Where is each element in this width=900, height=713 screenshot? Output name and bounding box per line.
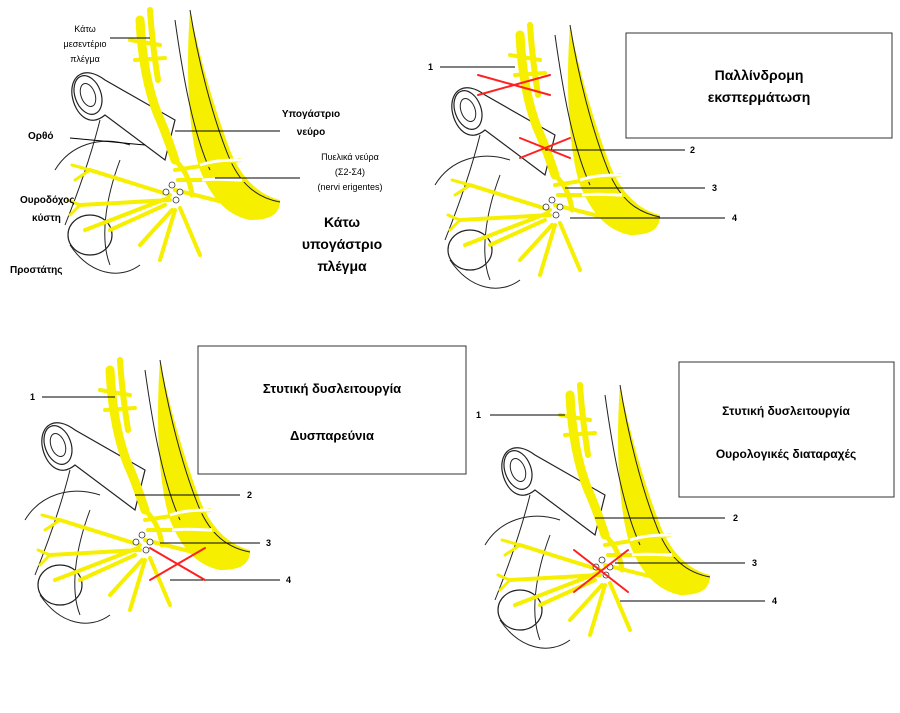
label-rectum: Ορθό <box>28 131 53 142</box>
label-inferior-plexus-2: υπογάστριο <box>302 236 382 252</box>
effect-line-2: εκσπερμάτωση <box>708 89 811 105</box>
panel-erectile-urological: 1 2 3 4 Στυτική δυσλειτουργία Ουρολογικέ… <box>476 361 895 648</box>
effect-box <box>678 361 895 498</box>
anatomy-drawing-1 <box>55 10 280 273</box>
effect-line-2: Δυσπαρεύνια <box>290 428 374 443</box>
cross-mark <box>149 547 206 581</box>
label-inferior-plexus-3: πλέγμα <box>317 258 367 274</box>
number-2: 2 <box>247 490 252 500</box>
label-hypogastric-2: νεύρο <box>297 127 325 138</box>
anatomy-drawing-4 <box>485 385 710 648</box>
cross-mark <box>477 74 551 96</box>
label-bladder-2: κύστη <box>32 213 61 224</box>
panel-retrograde-ejaculation: 1 2 3 4 Παλλίνδρομη εκσπερμάτωση <box>428 25 893 288</box>
effect-line-1: Παλλίνδρομη <box>715 67 804 83</box>
effect-box <box>197 345 467 475</box>
number-3: 3 <box>266 538 271 548</box>
cross-mark <box>573 549 629 593</box>
number-3: 3 <box>712 183 717 193</box>
panel-erectile-dyspareunia: 1 2 3 4 Στυτική δυσλειτουργία Δυσπαρεύνι… <box>25 345 467 623</box>
effect-line-1: Στυτική δυσλειτουργία <box>263 381 401 396</box>
label-hypogastric-1: Υπογάστριο <box>282 109 340 120</box>
number-4: 4 <box>772 596 777 606</box>
label-pelvic-3: (nervi erigentes) <box>317 182 382 192</box>
leader-line <box>69 137 146 146</box>
number-2: 2 <box>733 513 738 523</box>
effect-line-2: Ουρολογικές διαταραχές <box>716 447 856 461</box>
number-4: 4 <box>286 575 291 585</box>
cross-mark <box>519 137 571 159</box>
number-4: 4 <box>732 213 737 223</box>
panel-anatomy-labeled: Κάτω μεσεντέριο πλέγμα Ορθό Υπογάστριο ν… <box>10 10 383 276</box>
label-mesenteric-1: Κάτω <box>74 24 96 34</box>
label-pelvic-2: (Σ2-Σ4) <box>335 167 365 177</box>
number-2: 2 <box>690 145 695 155</box>
label-mesenteric-2: μεσεντέριο <box>64 39 107 49</box>
number-3: 3 <box>752 558 757 568</box>
label-pelvic-1: Πυελικά νεύρα <box>321 152 379 162</box>
label-mesenteric-3: πλέγμα <box>70 54 100 64</box>
label-prostate: Προστάτης <box>10 265 62 276</box>
label-bladder-1: Ουροδόχος <box>20 195 74 206</box>
label-inferior-plexus-1: Κάτω <box>324 214 360 230</box>
effect-line-1: Στυτική δυσλειτουργία <box>722 404 850 418</box>
number-1: 1 <box>476 410 481 420</box>
number-1: 1 <box>428 62 433 72</box>
effect-box <box>625 32 893 139</box>
number-1: 1 <box>30 392 35 402</box>
